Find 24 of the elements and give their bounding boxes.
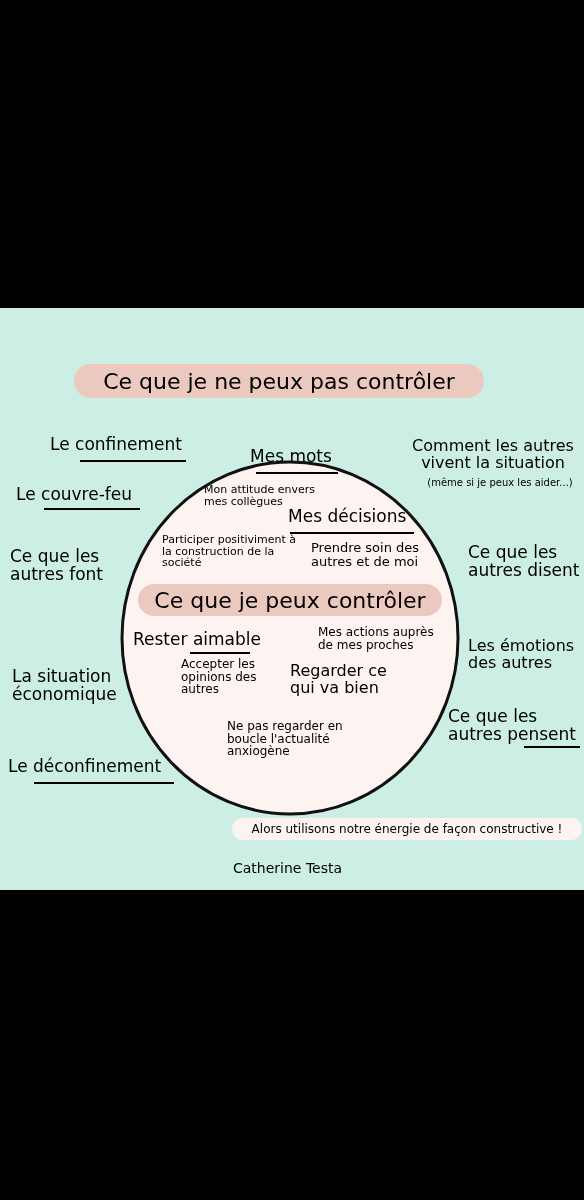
label-text: Les émotions des autres: [468, 638, 576, 672]
label-text: Le déconfinement: [8, 758, 163, 776]
heading-pill: Ce que je peux contrôler: [138, 584, 442, 616]
label-text: Le couvre-feu: [16, 486, 134, 504]
label-text: (même si je peux les aider...): [426, 478, 574, 489]
label-text: Catherine Testa: [233, 861, 344, 876]
label-text: Ce que les autres pensent: [448, 708, 577, 744]
label-text: Regarder ce qui va bien: [290, 663, 388, 697]
label-text: Mes mots: [250, 448, 333, 466]
title-pill: Ce que je ne peux pas contrôler: [74, 364, 484, 398]
message-pill: Alors utilisons notre énergie de façon constructive !: [232, 818, 582, 840]
label-text: Ne pas regarder en boucle l'actualité anxiogène: [227, 720, 344, 758]
label-text: Rester aimable: [133, 631, 262, 649]
label-text: Comment les autres vivent la situation: [411, 438, 575, 472]
label-text: La situation économique: [12, 668, 118, 704]
label-text: Le confinement: [50, 436, 183, 454]
label-text: Ce que les autres disent: [468, 544, 580, 580]
label-text: Accepter les opinions des autres: [181, 658, 258, 696]
label-text: Participer positiviment à la construction de la société: [162, 534, 297, 569]
label-text: Prendre soin des autres et de moi: [311, 541, 421, 569]
label-text: Mes actions auprès de mes proches: [318, 626, 435, 652]
label-text: Mon attitude envers mes collègues: [204, 484, 316, 508]
label-text: Mes décisions: [288, 508, 408, 526]
label-text: Ce que les autres font: [10, 548, 105, 584]
